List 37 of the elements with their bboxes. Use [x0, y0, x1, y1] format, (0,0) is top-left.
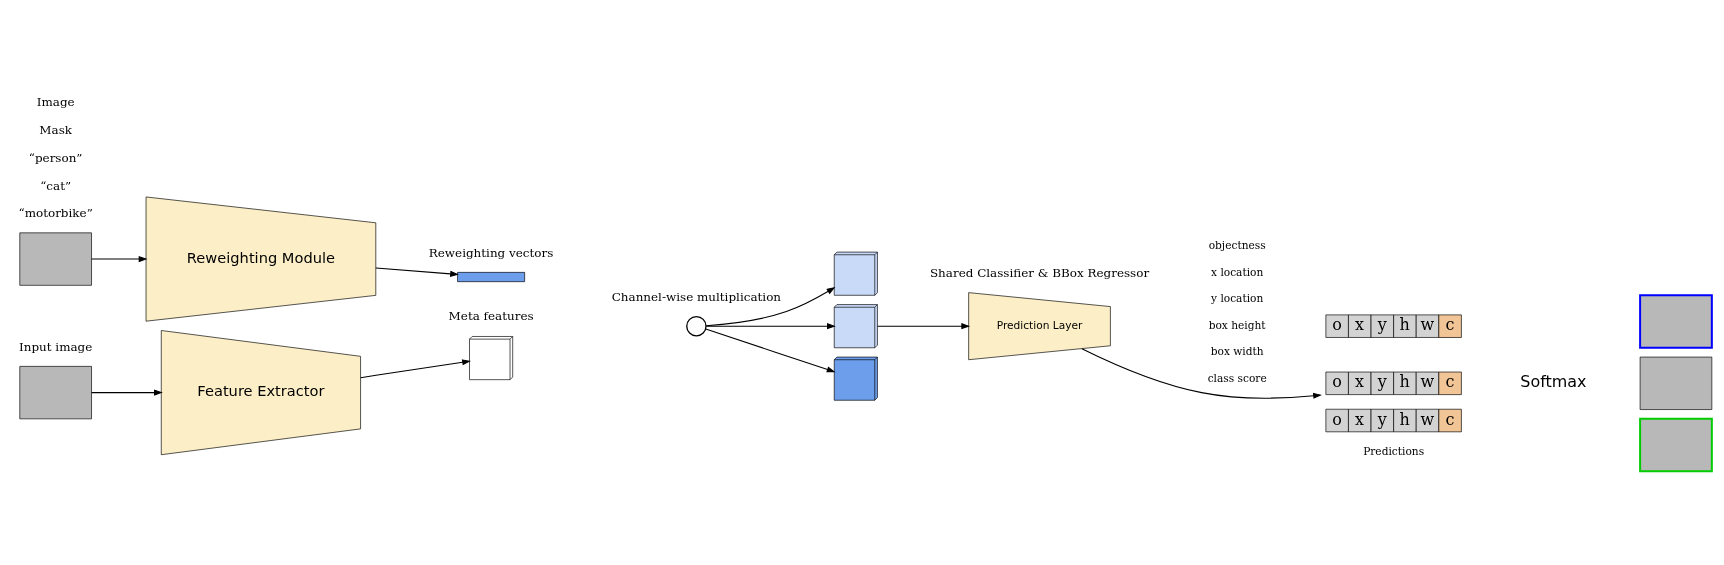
label: Softmax	[1519, 372, 1586, 392]
label: box height	[1208, 318, 1266, 332]
node-box	[1638, 294, 1713, 349]
node-box	[18, 232, 92, 286]
node-label: Reweighting vectors	[428, 245, 553, 260]
arrow	[705, 323, 836, 330]
node-label: “person”	[28, 150, 82, 165]
node-box: Feature Extractor	[160, 330, 361, 456]
node-label: “cat”	[39, 178, 71, 193]
label: x location	[1210, 265, 1263, 279]
arrow	[876, 323, 970, 330]
arrow	[359, 359, 471, 379]
node-box	[1638, 417, 1713, 473]
node-label: Input image	[18, 340, 92, 355]
arrow	[90, 256, 147, 263]
label: Predictions	[1362, 444, 1424, 458]
label: box width	[1210, 345, 1264, 359]
node-circle	[685, 315, 707, 337]
node-box	[1639, 356, 1712, 410]
node-label: Shared Classifier & BBox Regressor	[929, 265, 1149, 280]
node-box: Reweighting Module	[145, 196, 376, 322]
node-box	[18, 366, 92, 420]
node-label: Mask	[38, 122, 72, 137]
arrow	[1080, 348, 1322, 399]
node-bar	[456, 272, 525, 282]
arrow	[705, 286, 835, 327]
node-label: “motorbike”	[18, 206, 93, 221]
label: objectness	[1208, 238, 1266, 252]
label: class score	[1207, 371, 1267, 385]
label: y location	[1210, 292, 1263, 306]
arrow	[374, 267, 459, 277]
node-label: Image	[36, 94, 75, 109]
node-label: Channel-wise multiplication	[611, 289, 781, 304]
arrow	[90, 389, 163, 396]
arrow	[704, 328, 836, 373]
node-box: Prediction Layer	[967, 292, 1111, 361]
node-label: Meta features	[448, 309, 534, 324]
